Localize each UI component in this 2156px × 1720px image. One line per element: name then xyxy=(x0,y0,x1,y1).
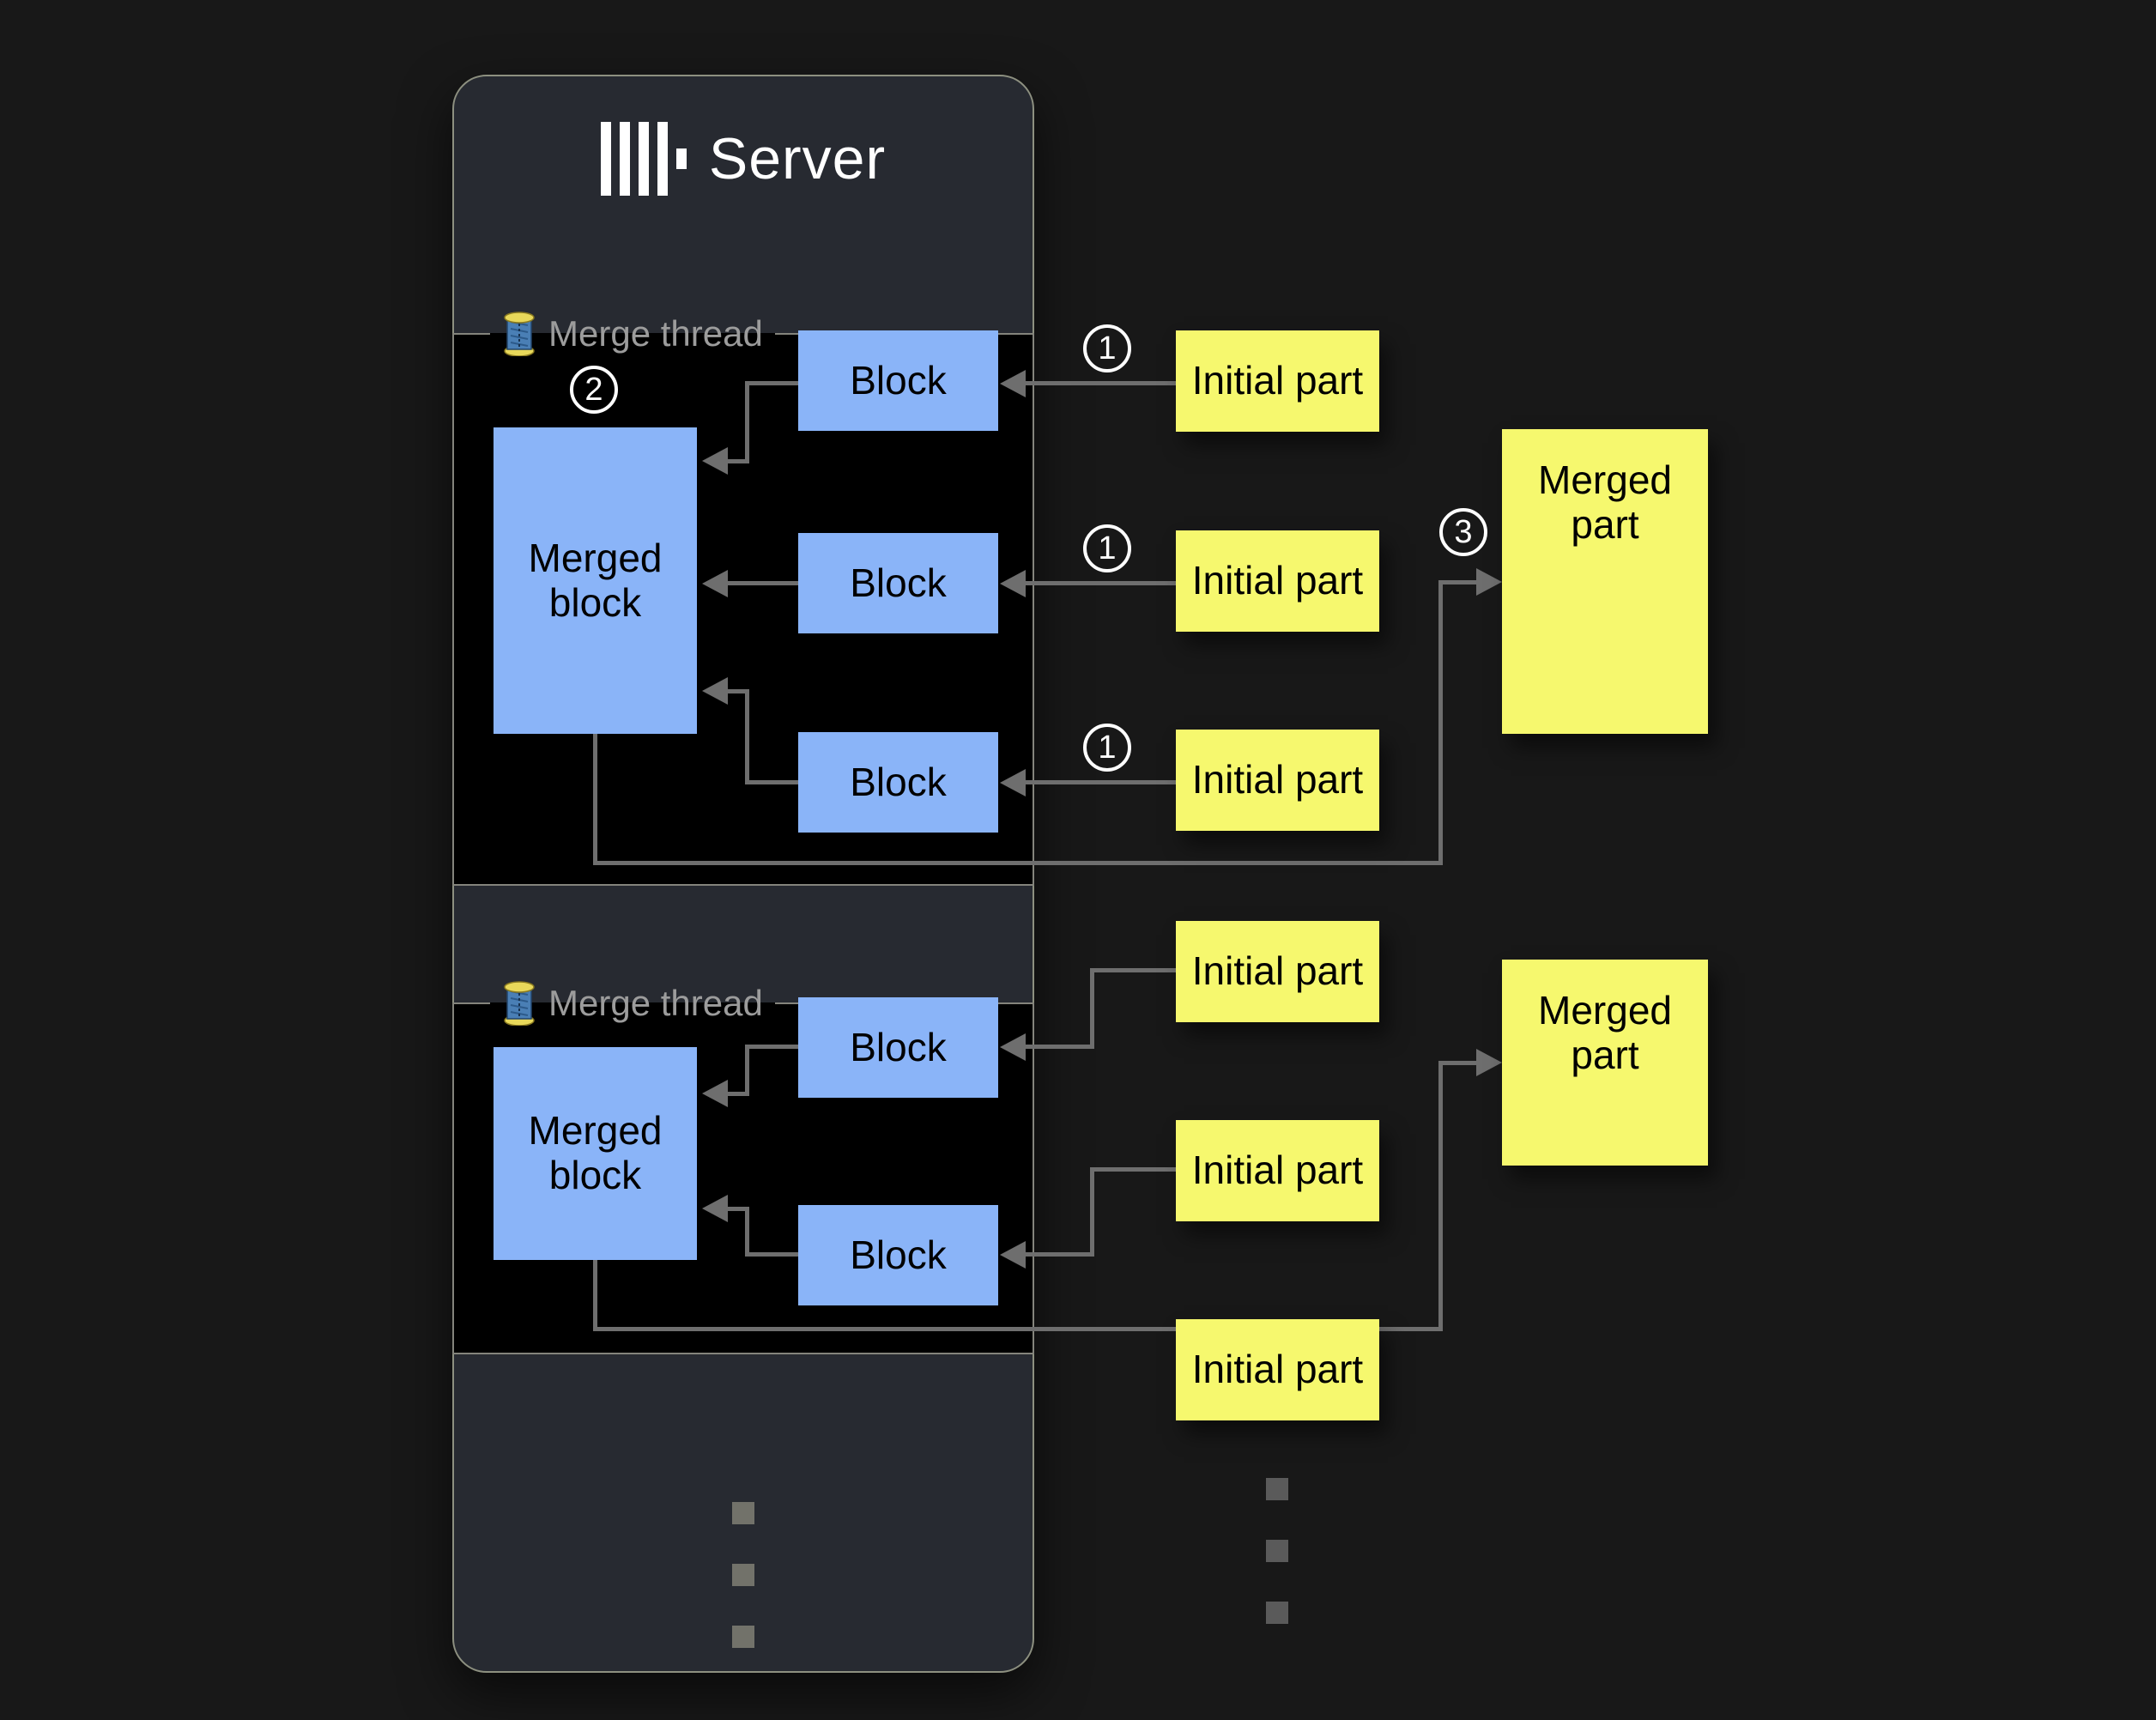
ellipsis-dot xyxy=(1266,1478,1288,1500)
step-badge-1c: 1 xyxy=(1083,724,1131,772)
merged-block-1: Merged block xyxy=(494,427,697,734)
clickhouse-logo-icon xyxy=(600,122,687,196)
block-1: Block xyxy=(798,330,998,431)
initial-part-1: Initial part xyxy=(1176,330,1379,432)
thread-spool-icon xyxy=(504,981,535,1026)
step-badge-3: 3 xyxy=(1439,508,1487,556)
step-badge-2: 2 xyxy=(570,366,618,414)
server-header: Server xyxy=(452,112,1034,206)
merge-thread-legend-2: Merge thread xyxy=(490,981,775,1026)
merged-part-2: Merged part xyxy=(1502,960,1708,1166)
initial-part-2: Initial part xyxy=(1176,530,1379,632)
thread-spool-icon xyxy=(504,312,535,356)
initial-part-5: Initial part xyxy=(1176,1120,1379,1221)
merge-thread-label-1: Merge thread xyxy=(548,313,763,354)
ellipsis-dot xyxy=(1266,1540,1288,1562)
ellipsis-dot xyxy=(732,1564,754,1586)
step-badge-1b: 1 xyxy=(1083,524,1131,572)
merged-block-2: Merged block xyxy=(494,1047,697,1260)
merge-thread-legend-1: Merge thread xyxy=(490,312,775,356)
initial-part-6: Initial part xyxy=(1176,1319,1379,1420)
merge-thread-label-2: Merge thread xyxy=(548,983,763,1023)
merged-part-1: Merged part xyxy=(1502,429,1708,734)
block-4: Block xyxy=(798,997,998,1098)
step-badge-1a: 1 xyxy=(1083,324,1131,372)
initial-part-4: Initial part xyxy=(1176,921,1379,1022)
ellipsis-dot xyxy=(732,1626,754,1648)
block-5: Block xyxy=(798,1205,998,1305)
ellipsis-dot xyxy=(732,1502,754,1524)
initial-part-3: Initial part xyxy=(1176,730,1379,831)
ellipsis-dot xyxy=(1266,1602,1288,1624)
server-ellipsis-dots xyxy=(732,1502,754,1687)
server-title: Server xyxy=(708,126,887,191)
block-2: Block xyxy=(798,533,998,633)
initial-parts-ellipsis-dots xyxy=(1266,1478,1288,1663)
block-3: Block xyxy=(798,732,998,833)
